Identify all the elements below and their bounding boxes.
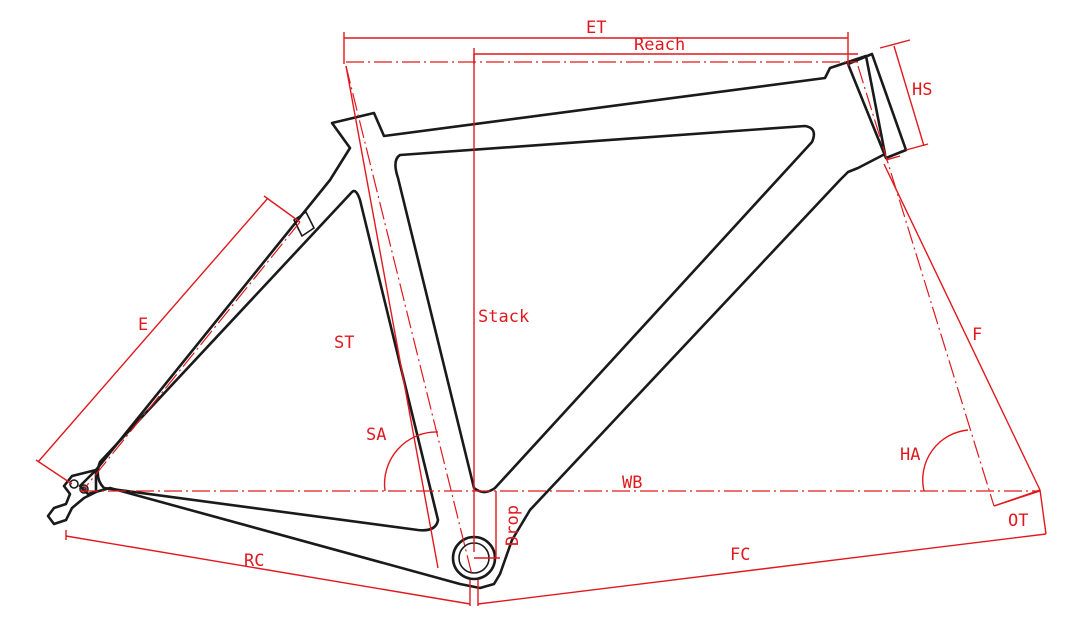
fc-label: FC <box>730 545 750 565</box>
dropout-bolt-2 <box>79 484 89 494</box>
st-dimension-line <box>345 65 439 569</box>
frame-outer-outline <box>78 54 887 590</box>
st-label: ST <box>334 333 354 353</box>
fc-dimension-line <box>477 533 1047 605</box>
drop-label: Drop <box>503 505 523 546</box>
f-dimension-line <box>883 163 1041 491</box>
rc-dimension-line <box>65 535 471 605</box>
head-tube-axis <box>857 65 995 507</box>
sa-label: SA <box>366 425 386 445</box>
et-label: ET <box>586 18 606 38</box>
rear-dropout <box>46 468 98 526</box>
hs-extension-bottom <box>905 143 929 151</box>
bike-frame <box>46 52 908 590</box>
ot-extension <box>1039 489 1047 535</box>
dropout-bolt-1 <box>69 479 79 489</box>
ot-label: OT <box>1008 511 1028 531</box>
ha-label: HA <box>900 445 920 465</box>
e-label: E <box>138 315 148 335</box>
sa-angle-arc <box>383 431 439 492</box>
axis-lines <box>80 61 1040 576</box>
e-extension-top <box>263 195 301 223</box>
seat-tube-axis <box>345 65 473 576</box>
seatstay-axis <box>83 221 301 490</box>
frame-main-triangle-window <box>394 124 816 494</box>
f-label: F <box>972 325 982 345</box>
e-dimension-line <box>37 197 269 463</box>
ha-angle-arc <box>922 429 969 492</box>
dimension-labels: ET Reach HS Stack ST E F SA HA WB Drop R… <box>138 18 1028 571</box>
stack-label: Stack <box>478 307 529 327</box>
wb-label: WB <box>622 473 642 493</box>
ot-dimension-line <box>993 490 1041 507</box>
dimension-lines <box>35 32 1047 606</box>
hs-label: HS <box>912 80 932 100</box>
f-extension-top <box>885 155 901 161</box>
hs-extension-top <box>879 39 911 49</box>
rc-label: RC <box>244 551 264 571</box>
seatstay-bridge <box>292 210 316 238</box>
hs-dimension-line <box>893 45 925 147</box>
e-extension-bottom <box>35 459 73 485</box>
frame-rear-triangle-window <box>96 189 440 532</box>
reach-label: Reach <box>634 35 685 55</box>
